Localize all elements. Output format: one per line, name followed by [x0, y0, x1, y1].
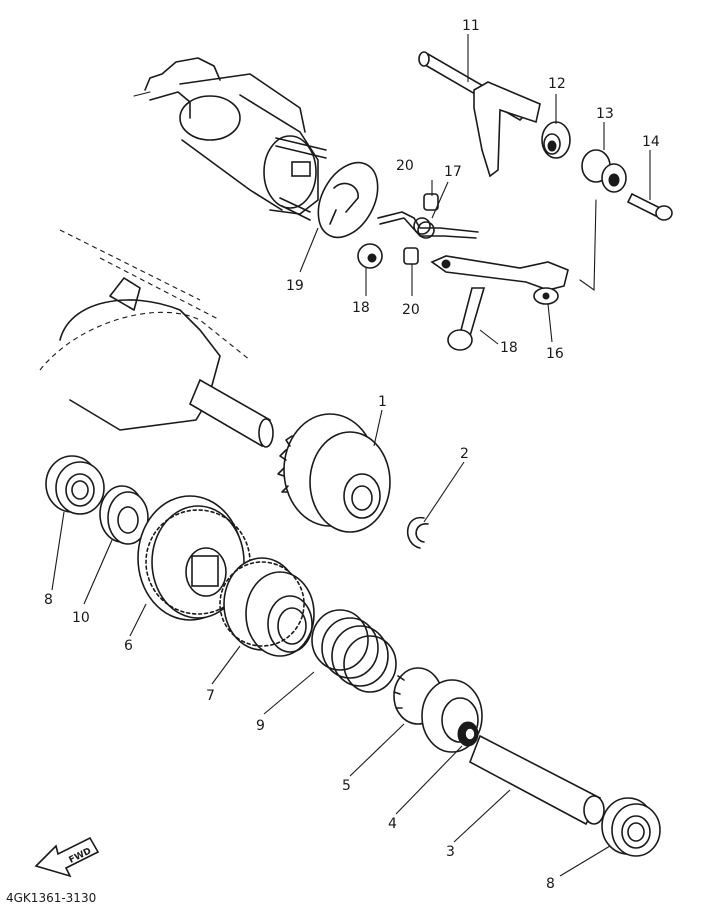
callout-20-upper: 20 — [396, 158, 414, 174]
callout-2: 2 — [460, 446, 469, 462]
part-14-bolt — [626, 192, 673, 221]
part-6-gear — [137, 495, 251, 621]
part-13-bush — [581, 149, 627, 193]
part-9-spring — [311, 609, 397, 693]
part-11-shift-shaft — [418, 51, 541, 178]
part-17-bolt — [447, 287, 486, 351]
part-3-shaft — [468, 734, 605, 826]
callout-7: 7 — [206, 688, 215, 704]
leader-lines — [51, 34, 651, 877]
part-20-collar-upper — [423, 193, 439, 211]
callout-13: 13 — [596, 106, 614, 122]
callout-3: 3 — [446, 844, 455, 860]
callout-11: 11 — [462, 18, 480, 34]
part-19-nut — [357, 243, 383, 269]
part-10-washer — [99, 485, 149, 545]
callout-4: 4 — [388, 816, 397, 832]
callout-1: 1 — [378, 394, 387, 410]
callout-10: 10 — [72, 610, 90, 626]
callout-8-left: 8 — [44, 592, 53, 608]
callout-17: 18 — [500, 340, 518, 356]
callout-9: 9 — [256, 718, 265, 734]
part-2-circlip — [406, 517, 429, 549]
callout-6: 6 — [124, 638, 133, 654]
callout-18: 19 — [286, 278, 304, 294]
callout-5: 5 — [342, 778, 351, 794]
part-12-collar — [541, 121, 571, 159]
part-8-bearing-right — [601, 797, 661, 857]
part-4-ring — [457, 721, 479, 747]
callout-20-lower: 20 — [402, 302, 420, 318]
crankcase-housing — [39, 277, 274, 448]
part-15-lever — [430, 255, 569, 305]
assembly-guide-lines — [59, 199, 597, 321]
part-8-bearing-left — [45, 455, 105, 515]
part-20-collar-lower — [403, 247, 419, 265]
part-7-gear — [219, 557, 315, 657]
callout-8-right: 8 — [546, 876, 555, 892]
part-16-spring — [377, 211, 479, 239]
part-code: 4GK1361-3130 — [6, 891, 96, 905]
callout-15: 16 — [546, 346, 564, 362]
starter-motor — [133, 57, 327, 221]
part-18-plate — [317, 161, 379, 239]
part-1-clutch — [277, 413, 391, 533]
callout-16: 17 — [444, 164, 462, 180]
callout-12: 12 — [548, 76, 566, 92]
callout-14: 14 — [642, 134, 660, 150]
callout-labels: 11 12 13 14 20 17 19 20 20 18 16 1 2 8 1… — [44, 18, 660, 892]
callout-19-label: 18 — [352, 300, 370, 316]
fwd-arrow-icon: FWD — [34, 836, 100, 878]
